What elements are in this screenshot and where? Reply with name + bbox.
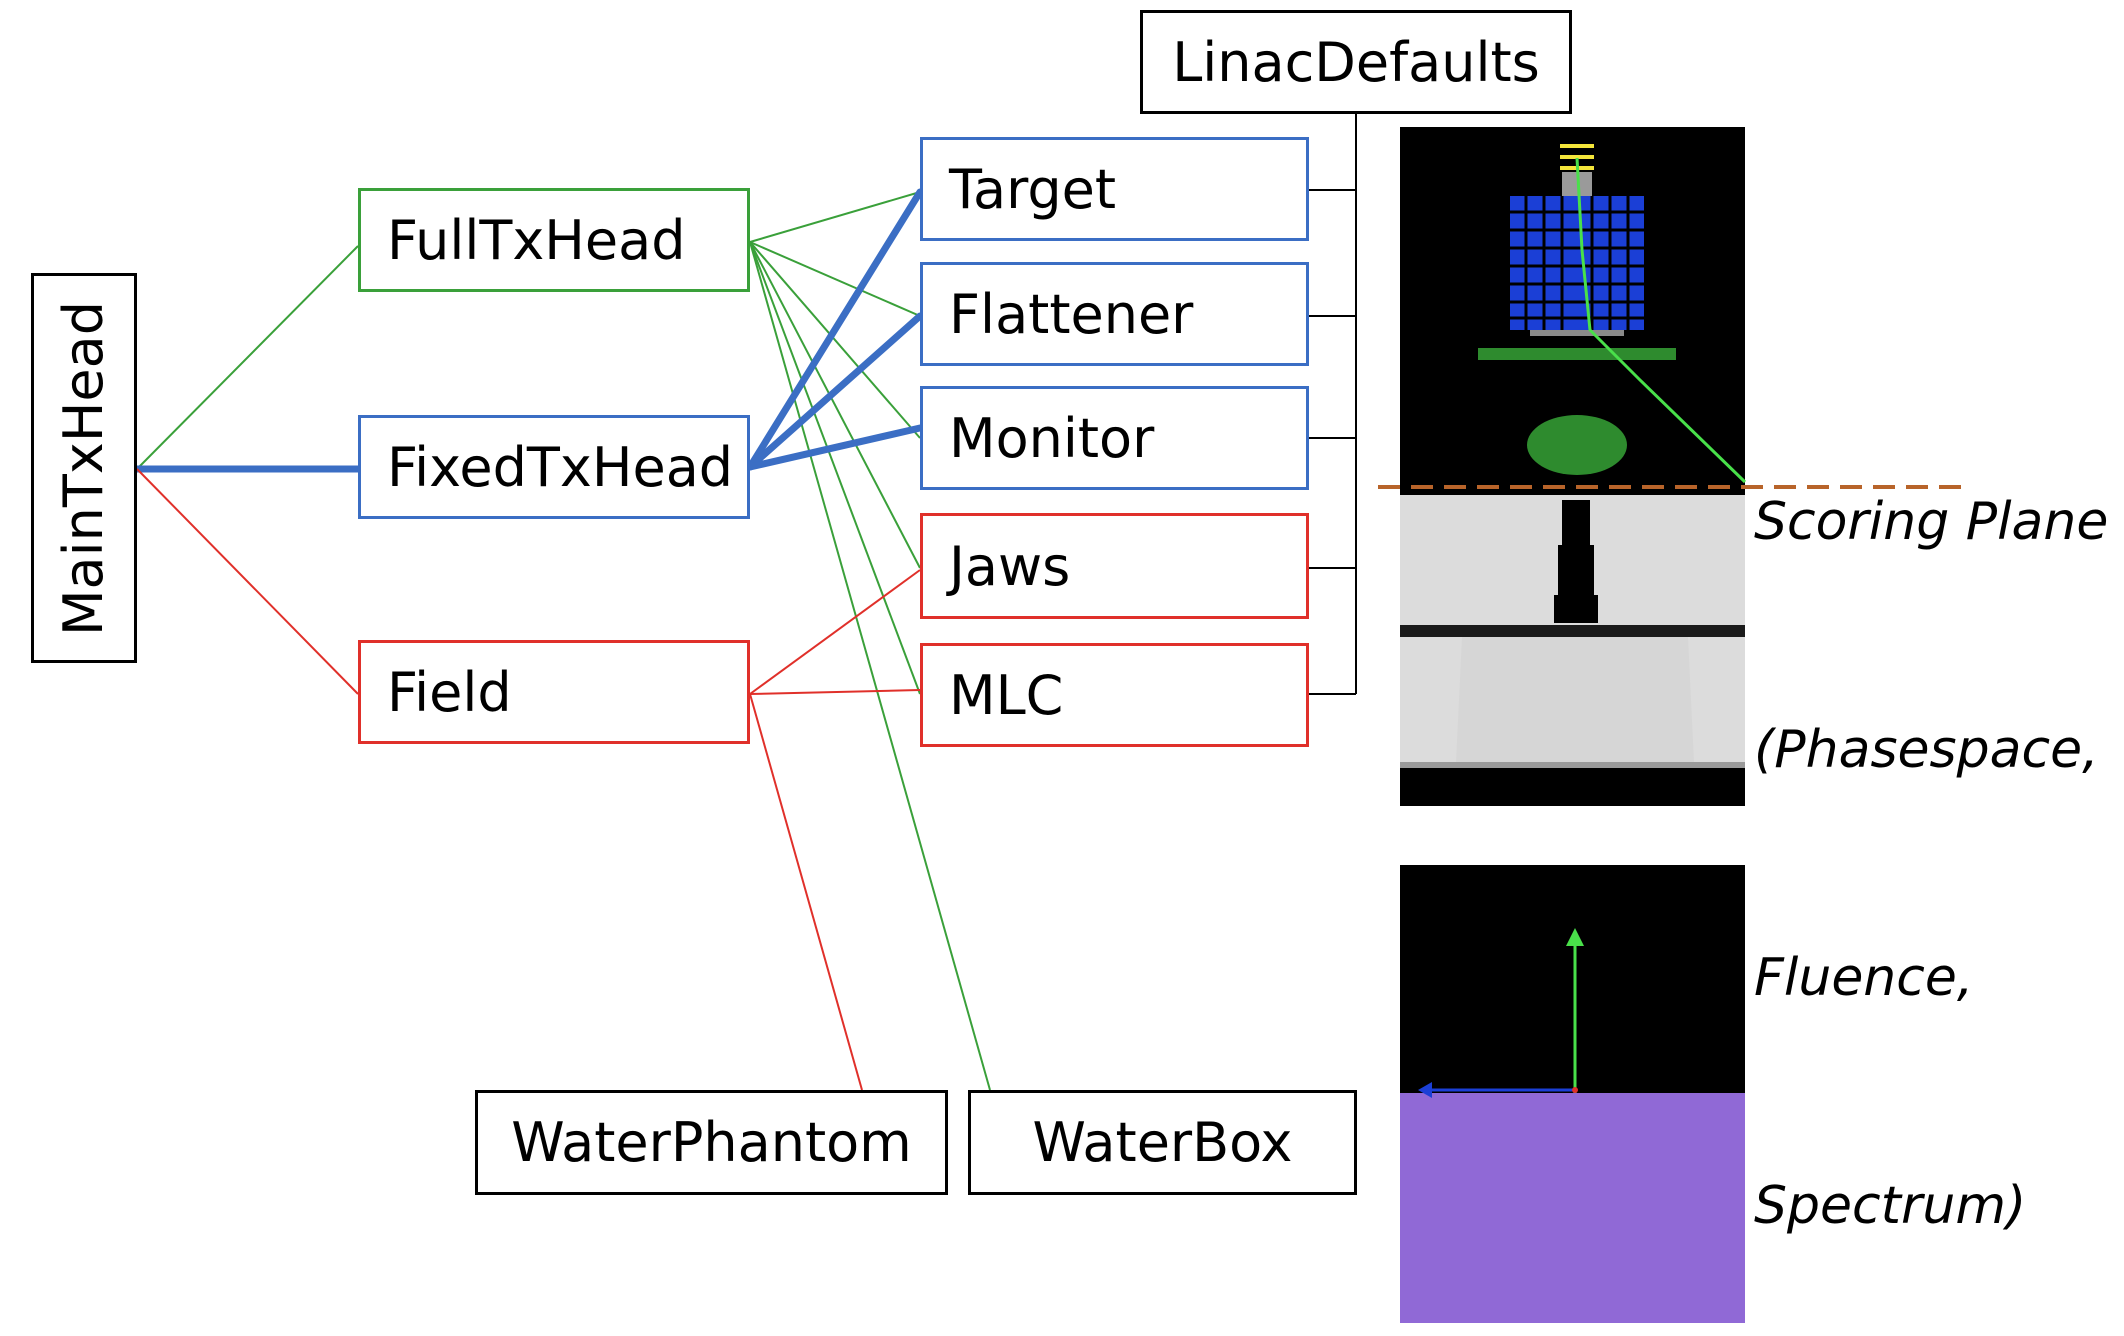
mlc-label: MLC [949,663,1064,727]
target-node: Target [920,137,1309,241]
scoring-plane-annotation: Scoring Plane (Phasespace, Fluence, Spec… [1754,332,2108,1336]
water-box-label: WaterBox [1032,1111,1293,1174]
monitor-label: Monitor [949,406,1155,470]
fixed-tx-head-label: FixedTxHead [387,435,734,499]
linac-defaults-node: LinacDefaults [1140,10,1572,114]
jaws-label: Jaws [949,534,1071,598]
full-tx-head-node: FullTxHead [358,188,750,292]
scoring-plane-line-3: Fluence, [1754,948,1974,1008]
field-node: Field [358,640,750,744]
linac-defaults-label: LinacDefaults [1172,30,1540,94]
mlc-node: MLC [920,643,1309,747]
linac-geometry-render [1378,127,1964,806]
target-label: Target [949,157,1117,221]
water-phantom-label: WaterPhantom [511,1111,912,1174]
flattener-label: Flattener [949,282,1194,346]
water-phantom-node: WaterPhantom [475,1090,948,1195]
full-tx-head-links [136,191,991,1091]
water-box-render [1400,865,1745,1323]
field-label: Field [387,660,512,724]
scoring-plane-line-1: Scoring Plane [1754,492,2109,552]
scoring-plane-line-2: (Phasespace, [1754,720,2099,780]
field-links [136,468,921,1091]
jaws-node: Jaws [920,513,1309,619]
full-tx-head-label: FullTxHead [387,208,686,272]
scoring-plane-line-4: Spectrum) [1754,1176,2027,1236]
linac-defaults-bracket [1309,113,1357,695]
fixed-tx-head-links [133,188,924,473]
flattener-node: Flattener [920,262,1309,366]
water-box-node: WaterBox [968,1090,1357,1195]
monitor-node: Monitor [920,386,1309,490]
main-tx-head-label: MainTxHead [52,300,116,636]
main-tx-head-node: MainTxHead [31,273,137,663]
fixed-tx-head-node: FixedTxHead [358,415,750,519]
